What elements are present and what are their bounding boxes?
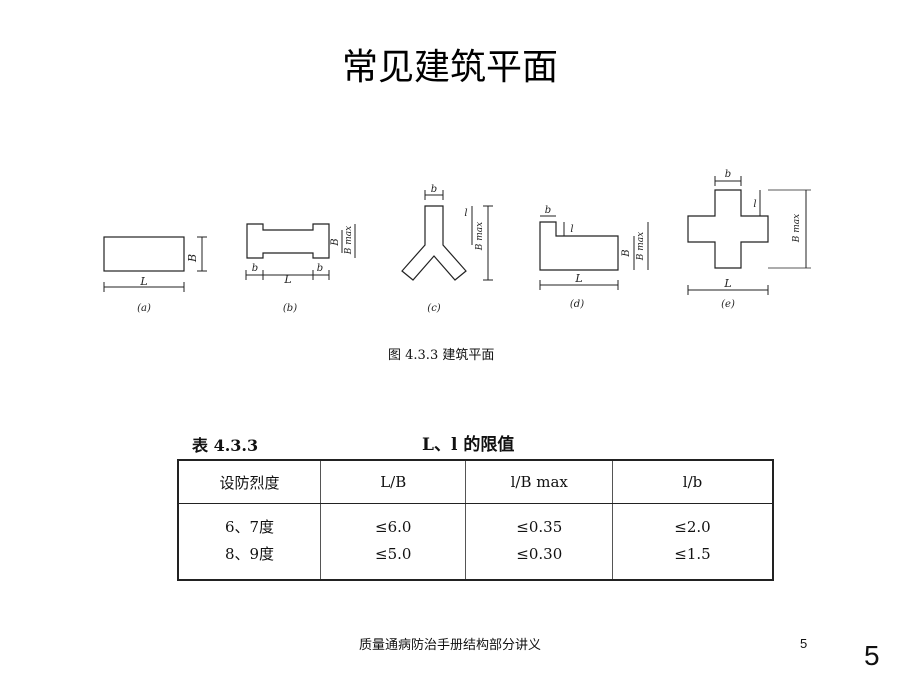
footer-page-number: 5 bbox=[800, 636, 808, 651]
l-over-b-cell: ≤2.0 ≤1.5 bbox=[613, 504, 773, 581]
header-l-over-b: l/b bbox=[612, 460, 773, 504]
plan-e: b l B max L (e) bbox=[687, 169, 811, 310]
panel-label: (d) bbox=[570, 299, 584, 310]
intensity-cell: 6、7度 8、9度 bbox=[178, 503, 321, 580]
plan-c: b l B max (c) bbox=[401, 184, 493, 314]
slide-title: 常见建筑平面 bbox=[341, 47, 558, 88]
cell-value: ≤0.35 bbox=[516, 518, 563, 536]
plan-b: b L b B B max (b) bbox=[245, 223, 356, 314]
cell-value: ≤5.0 bbox=[375, 545, 412, 563]
L-over-B-cell: ≤6.0 ≤5.0 bbox=[320, 503, 467, 580]
dim-label: b bbox=[317, 263, 323, 274]
cell-value: ≤6.0 bbox=[375, 518, 412, 536]
panel-label: (b) bbox=[283, 303, 297, 314]
dim-label: b bbox=[545, 205, 551, 216]
plan-a: L B (a) bbox=[103, 236, 207, 314]
table-label: 表 4.3.3 bbox=[192, 436, 259, 455]
table-row: 6、7度 8、9度 ≤6.0 ≤5.0 ≤0.35 ≤0.30 ≤2.0 ≤1.… bbox=[178, 503, 773, 581]
cell-value: ≤1.5 bbox=[674, 545, 711, 563]
dim-label: B bbox=[186, 254, 199, 263]
building-plan-figures: L B (a) b L b B B max (b) b l B max (c) bbox=[103, 169, 811, 314]
table-header-row: 设防烈度 L/B l/B max l/b bbox=[178, 460, 773, 504]
dim-label: l bbox=[753, 199, 756, 210]
dim-label: B bbox=[330, 238, 341, 246]
cell-value: ≤0.30 bbox=[516, 545, 563, 563]
header-L-over-B: L/B bbox=[320, 460, 467, 504]
dim-label: L bbox=[723, 277, 731, 290]
dim-label: l bbox=[570, 224, 573, 235]
dim-label: L bbox=[139, 275, 147, 288]
panel-label: (e) bbox=[721, 299, 735, 310]
dim-label: B max bbox=[475, 222, 485, 251]
l-over-Bmax-cell: ≤0.35 ≤0.30 bbox=[465, 503, 614, 580]
cell-value: 6、7度 bbox=[224, 518, 275, 536]
slide-number: 5 bbox=[864, 640, 880, 671]
header-l-over-Bmax: l/B max bbox=[465, 460, 614, 504]
panel-label: (a) bbox=[137, 303, 151, 314]
figure-caption: 图 4.3.3 建筑平面 bbox=[388, 348, 495, 363]
dim-label: l bbox=[464, 208, 467, 219]
table-title: L、l 的限值 bbox=[422, 435, 515, 455]
dim-label: b bbox=[431, 184, 437, 195]
dim-label: b bbox=[252, 263, 258, 274]
dim-label: B max bbox=[636, 232, 646, 261]
limits-table: 设防烈度 L/B l/B max l/b 6、7度 8、9度 ≤6.0 ≤5.0… bbox=[177, 459, 774, 581]
panel-label: (c) bbox=[427, 303, 441, 314]
dim-label: b bbox=[725, 169, 731, 180]
cell-value: 8、9度 bbox=[224, 545, 275, 563]
dim-label: B max bbox=[792, 214, 802, 243]
header-intensity: 设防烈度 bbox=[178, 460, 321, 504]
dim-label: B max bbox=[344, 226, 354, 255]
plan-d: b l L B B max (d) bbox=[539, 205, 649, 310]
cell-value: ≤2.0 bbox=[674, 518, 711, 536]
dim-label: B bbox=[621, 249, 632, 257]
dim-label: L bbox=[574, 272, 582, 285]
dim-label: L bbox=[283, 273, 291, 286]
footer-text: 质量通病防治手册结构部分讲义 bbox=[358, 638, 541, 653]
